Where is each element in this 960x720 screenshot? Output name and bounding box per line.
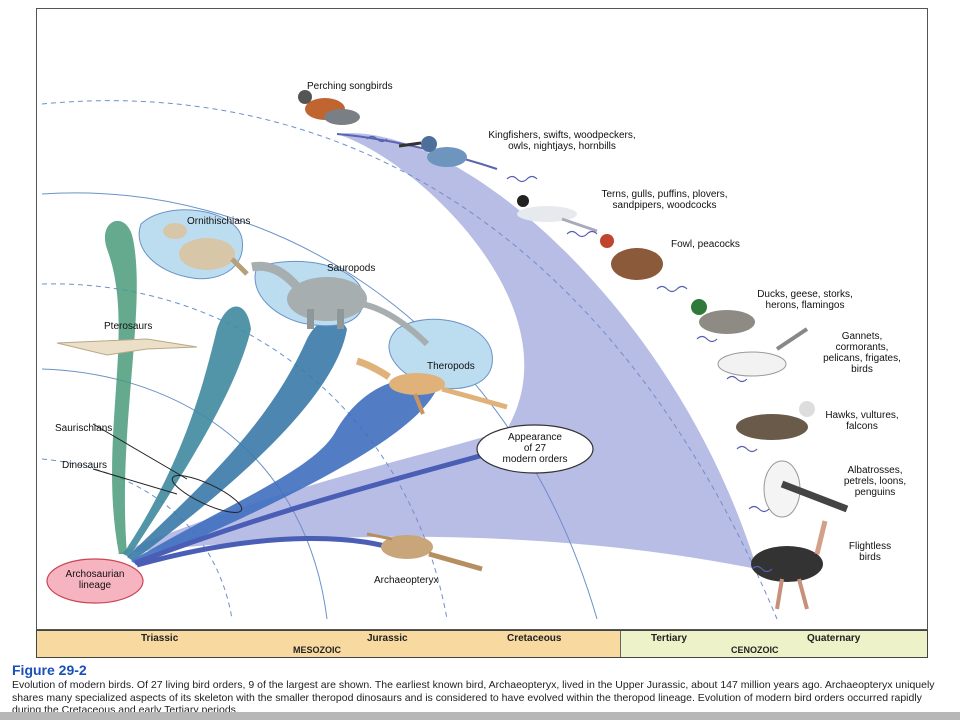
songbird-icon	[298, 90, 360, 125]
bottom-rule	[0, 712, 960, 720]
caption-text: Evolution of modern birds. Of 27 living …	[12, 679, 935, 716]
albatross-icon	[763, 460, 849, 518]
hawk-icon	[736, 401, 815, 440]
ostrich-icon	[751, 520, 828, 610]
bird-order-line2: sandpipers, woodcocks	[612, 200, 717, 211]
archaeopteryx-label: Archaeopteryx	[374, 575, 439, 586]
appearance-label: Appearance of 27 modern orders	[485, 432, 585, 465]
bird-order-line2: falcons	[846, 421, 878, 432]
period-triassic: Triassic	[141, 633, 179, 644]
bird-order-label: Kingfishers, swifts, woodpeckers, owls, …	[467, 130, 657, 152]
dinosaurs-label: Dinosaurs	[62, 460, 108, 471]
gannet-icon	[717, 327, 809, 377]
period-quaternary: Quaternary	[807, 633, 861, 644]
bird-order-line1: Flightless	[848, 541, 892, 552]
bird-order-line2: herons, flamingos	[765, 300, 845, 311]
ornithischian-figure	[163, 223, 249, 276]
appearance-line3: modern orders	[502, 454, 568, 465]
appearance-line1: Appearance	[508, 432, 562, 443]
period-tertiary: Tertiary	[651, 633, 687, 644]
bird-order-line1: Perching songbirds	[307, 81, 393, 92]
bird-icons	[298, 90, 849, 610]
pterosaur-lineage	[104, 220, 137, 555]
period-cretaceous: Cretaceous	[507, 633, 562, 644]
appearance-ellipse	[476, 424, 594, 474]
cenozoic-band: Tertiary Quaternary CENOZOIC	[621, 631, 927, 657]
bird-order-line1: Gannets,	[841, 331, 883, 342]
figure-caption: Figure 29-2 Evolution of modern birds. O…	[12, 662, 942, 717]
pterosaurs-label: Pterosaurs	[104, 321, 153, 332]
bird-order-line1: Fowl, peacocks	[671, 239, 740, 250]
bird-order-label: Hawks, vultures, falcons	[817, 410, 907, 432]
era-mesozoic: MESOZOIC	[293, 645, 342, 655]
ornithischians-label: Ornithischians	[187, 216, 251, 227]
bird-order-label: Albatrosses, petrels, loons, penguins	[827, 465, 923, 498]
sauropod-figure	[251, 261, 430, 347]
period-jurassic: Jurassic	[367, 633, 408, 644]
geologic-timebar: Triassic Jurassic Cretaceous MESOZOIC Te…	[36, 630, 928, 658]
sauropods-label: Sauropods	[327, 263, 376, 274]
time-arc-triassic	[41, 368, 328, 620]
bird-order-line1: Terns, gulls, puffins, plovers,	[601, 189, 728, 200]
bird-order-line4: birds	[851, 364, 873, 375]
saurischians-label: Saurischians	[55, 423, 113, 434]
kingfisher-icon	[398, 136, 467, 167]
dinosaur-ring	[171, 475, 243, 513]
bird-order-line2: petrels, loons,	[843, 476, 907, 487]
archaeopteryx-figure	[366, 532, 483, 572]
pterosaur-figure	[56, 338, 198, 356]
bird-order-line2: owls, nightjays, hornbills	[508, 141, 616, 152]
saurischian-leader	[92, 423, 188, 480]
modern-bird-branch	[134, 451, 488, 566]
bird-order-line3: penguins	[854, 487, 896, 498]
theropods-label: Theropods	[427, 361, 475, 372]
ornithischian-lineage	[123, 306, 251, 557]
mesozoic-band: Triassic Jurassic Cretaceous MESOZOIC	[37, 631, 621, 657]
time-arc-inner	[41, 458, 233, 620]
bird-order-label: Fowl, peacocks	[671, 239, 740, 250]
archosaurian-ellipse	[46, 558, 144, 604]
duck-icon	[691, 299, 755, 334]
bird-stems	[366, 135, 773, 573]
archosaurian-line2: lineage	[78, 580, 112, 591]
era-cenozoic: CENOZOIC	[731, 645, 779, 655]
theropod-lineage	[131, 379, 437, 565]
bird-order-label: Gannets, cormorants, pelicans, frigates,…	[812, 331, 912, 375]
bird-order-line2: cormorants,	[835, 342, 889, 353]
appearance-line2: of 27	[523, 443, 547, 454]
bird-order-line1: Kingfishers, swifts, woodpeckers,	[488, 130, 636, 141]
bird-order-label: Perching songbirds	[307, 81, 393, 92]
bird-order-line2: birds	[859, 552, 881, 563]
bird-order-line1: Ducks, geese, storks,	[757, 289, 853, 300]
figure-panel: Ornithischians Sauropods Pterosaurs Ther…	[36, 8, 928, 630]
bird-order-label: Ducks, geese, storks, herons, flamingos	[737, 289, 873, 311]
phylogeny-diagram	[41, 90, 849, 620]
bird-order-label: Terns, gulls, puffins, plovers, sandpipe…	[577, 189, 752, 211]
caption-title: Figure 29-2	[12, 662, 87, 678]
dinosaur-leader	[92, 468, 178, 495]
bird-order-line1: Hawks, vultures,	[825, 410, 899, 421]
theropod-figure	[355, 357, 508, 415]
fowl-icon	[600, 234, 663, 280]
sauropod-lineage	[127, 318, 347, 561]
bird-order-line3: pelicans, frigates,	[823, 353, 901, 364]
archosaurian-label: Archosaurian lineage	[47, 569, 143, 591]
archosaurian-line1: Archosaurian	[65, 569, 125, 580]
bird-order-label: Flightless birds	[827, 541, 913, 563]
bird-order-line1: Albatrosses,	[847, 465, 903, 476]
tern-icon	[517, 195, 598, 233]
bird-radiation-fan	[117, 133, 757, 569]
